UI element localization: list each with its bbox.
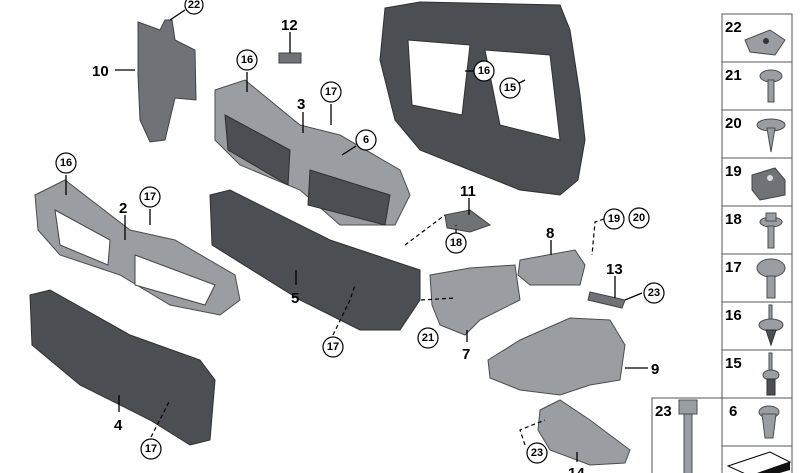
part-2-grille-frame (34, 179, 241, 316)
svg-text:23: 23 (531, 447, 543, 459)
part-14-bracket (537, 399, 631, 466)
clip-nut-icon (744, 29, 786, 56)
legend-number: 17 (725, 259, 742, 276)
part-5-air-guide (209, 189, 421, 331)
svg-text:18: 18 (450, 237, 462, 249)
callout-circle-17: 17 (140, 438, 162, 460)
svg-text:22: 22 (188, 0, 200, 11)
screw-washer-icon (759, 69, 783, 103)
callout-5: 5 (291, 290, 299, 307)
part-13-bracket (587, 291, 626, 309)
legend-number: 15 (725, 355, 742, 372)
svg-text:17: 17 (325, 86, 337, 98)
circled-callouts: 22 16 17 6 16 17 16 15 18 19 20 23 17 21… (55, 0, 665, 464)
callout-circle-23: 23 (643, 282, 665, 304)
callout-3: 3 (297, 96, 305, 113)
part-11-bracket (444, 209, 492, 233)
legend-number: 16 (725, 307, 742, 324)
callout-circle-18: 18 (445, 232, 467, 254)
part-12-bracket (278, 52, 302, 64)
cage-nut-icon (751, 167, 786, 201)
callout-10: 10 (92, 63, 109, 80)
callout-circle-17: 17 (139, 186, 161, 208)
callout-12: 12 (281, 17, 298, 34)
callout-11: 11 (460, 183, 476, 200)
hex-screw-icon (759, 212, 783, 249)
svg-text:16: 16 (241, 54, 253, 66)
part-8-duct (517, 249, 586, 286)
callout-14: 14 (568, 465, 585, 473)
screw-flange-icon (756, 118, 786, 153)
callout-circle-16: 16 (473, 60, 495, 82)
expanding-rivet-small-icon (762, 352, 780, 396)
callout-circle-16: 16 (55, 152, 77, 174)
svg-text:17: 17 (145, 443, 157, 455)
hex-bolt-icon (678, 399, 698, 473)
legend-number: 21 (725, 67, 742, 84)
svg-text:17: 17 (144, 191, 156, 203)
blind-rivet-nut-icon (758, 405, 780, 439)
fastener-legend: 22 21 20 19 18 17 16 15 6 23 (651, 13, 793, 473)
callout-8: 8 (546, 225, 554, 242)
callout-7: 7 (462, 346, 470, 363)
callout-13: 13 (606, 261, 623, 278)
part-7-duct (429, 264, 521, 336)
leader-lines (65, 9, 648, 462)
callout-circle-17: 17 (322, 336, 344, 358)
svg-text:20: 20 (633, 212, 645, 224)
callout-circle-16: 16 (236, 49, 258, 71)
svg-text:16: 16 (478, 65, 490, 77)
callout-circle-23: 23 (526, 442, 548, 464)
part-3-grille (214, 79, 411, 226)
torx-screw-icon (756, 258, 786, 299)
callout-circle-22: 22 (184, 0, 204, 15)
svg-text:16: 16 (60, 157, 72, 169)
callout-circle-19: 19 (603, 208, 625, 230)
expanding-rivet-icon (758, 304, 784, 347)
callout-2: 2 (119, 200, 127, 217)
callout-circle-17: 17 (320, 81, 342, 103)
callout-circle-6: 6 (355, 129, 377, 151)
legend-number: 19 (725, 163, 742, 180)
legend-number: 20 (725, 115, 742, 132)
callout-circle-15: 15 (499, 77, 521, 99)
legend-number: 22 (725, 19, 742, 36)
legend-number: 18 (725, 211, 742, 228)
legend-number: 23 (655, 403, 672, 420)
part-1-frame (379, 1, 586, 196)
part-10-air-duct (137, 19, 197, 143)
callout-9: 9 (651, 361, 659, 378)
svg-text:15: 15 (504, 82, 516, 94)
svg-text:23: 23 (648, 287, 660, 299)
svg-text:17: 17 (327, 341, 339, 353)
svg-text:19: 19 (608, 213, 620, 225)
svg-text:6: 6 (363, 134, 369, 146)
part-9-air-duct (487, 317, 626, 396)
callout-circle-21: 21 (417, 327, 439, 349)
callout-4: 4 (114, 417, 123, 434)
svg-text:21: 21 (422, 332, 434, 344)
legend-number: 6 (729, 403, 737, 420)
callout-circle-20: 20 (628, 207, 650, 229)
part-4-air-guide (29, 289, 216, 446)
